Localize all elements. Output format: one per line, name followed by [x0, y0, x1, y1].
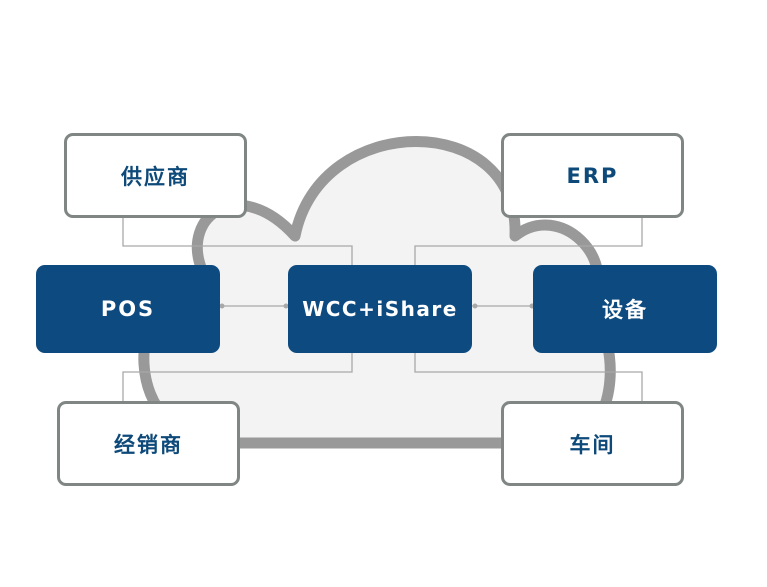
connector-workshop-center	[414, 352, 643, 402]
connector-dot	[283, 303, 289, 309]
node-dealer-label: 经销商	[114, 432, 183, 457]
node-device-label: 设备	[602, 298, 648, 322]
connector-dot	[219, 303, 225, 309]
connector-erp-center	[414, 217, 643, 266]
node-dealer: 经销商	[57, 401, 240, 486]
node-supplier-label: 供应商	[121, 164, 190, 189]
node-erp-label: ERP	[566, 163, 619, 188]
node-supplier: 供应商	[64, 133, 247, 218]
connector-dealer-center	[122, 352, 353, 402]
node-center: WCC+iShare	[288, 265, 472, 353]
node-pos: POS	[36, 265, 220, 353]
node-device: 设备	[533, 265, 717, 353]
node-workshop-label: 车间	[569, 432, 616, 457]
connector-supplier-center	[122, 217, 353, 266]
connector-dot	[472, 303, 478, 309]
connector-dots	[219, 303, 535, 309]
node-center-label: WCC+iShare	[302, 297, 458, 321]
node-workshop: 车间	[501, 401, 684, 486]
node-erp: ERP	[501, 133, 684, 218]
connectors	[122, 217, 643, 402]
node-pos-label: POS	[100, 297, 156, 321]
